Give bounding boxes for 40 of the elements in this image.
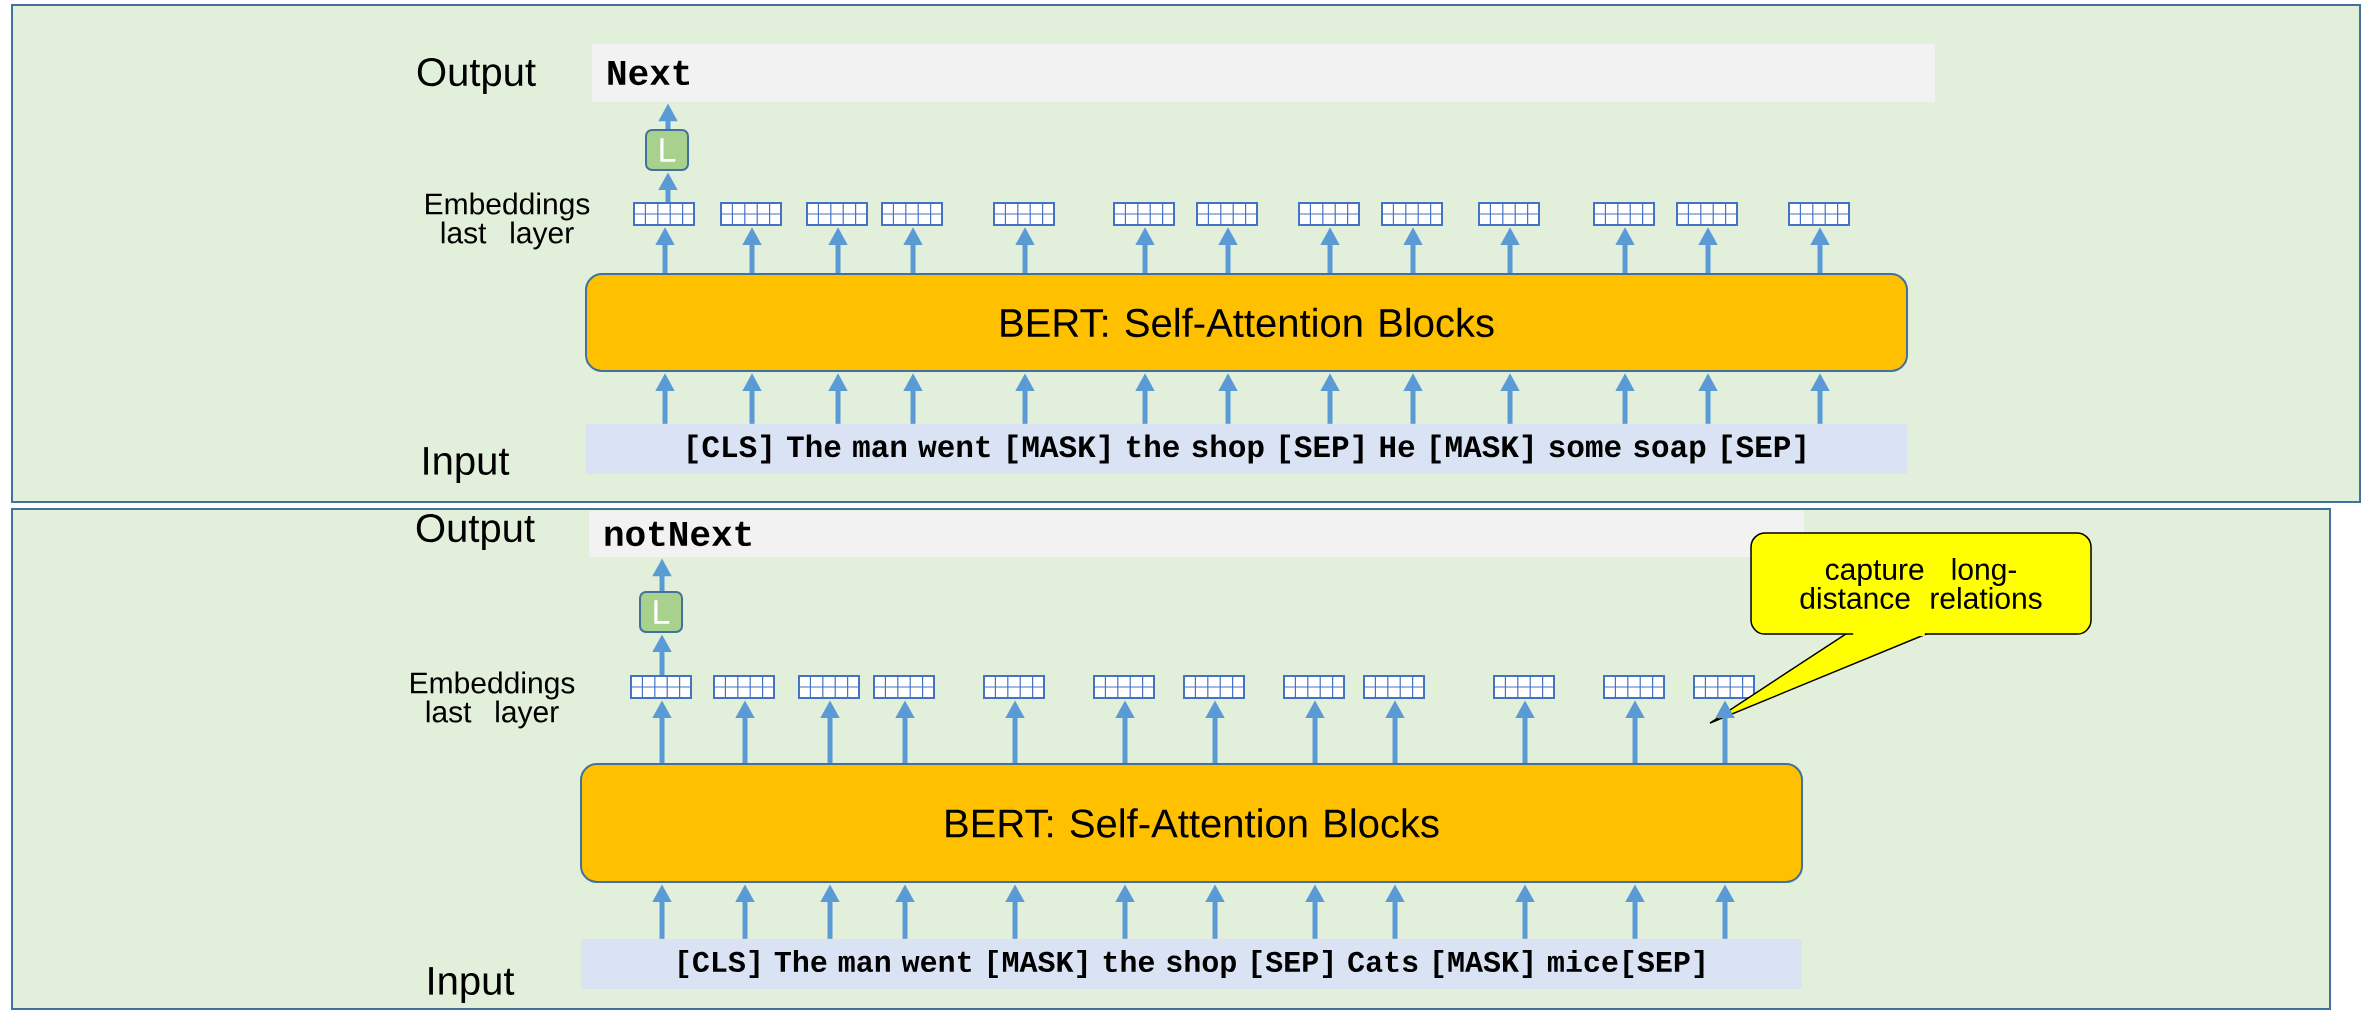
callout: capture long-distance relations <box>1709 532 2092 724</box>
embedding-vector <box>872 674 936 700</box>
embedding-vector <box>1092 674 1156 700</box>
embedding-vector <box>1592 201 1656 227</box>
row-label: Embeddings last layer <box>426 192 590 250</box>
row-label: Output <box>416 513 535 551</box>
embedding-vector <box>1380 201 1444 227</box>
row-label: Output <box>417 57 536 95</box>
embedding-vector <box>712 674 776 700</box>
embedding-vector <box>1182 674 1246 700</box>
embedding-vector <box>1675 201 1739 227</box>
input-sequence-box: [CLS] The man went [MASK] the shop [SEP] Cats [MASK] mice[SEP] <box>581 939 1802 989</box>
embedding-vector <box>629 674 693 700</box>
layer-box: L <box>645 129 689 171</box>
embedding-vector <box>805 201 869 227</box>
embedding-vector <box>1692 674 1756 700</box>
embedding-vector <box>1112 201 1176 227</box>
embedding-vector <box>719 201 783 227</box>
embedding-vector <box>1492 674 1556 700</box>
output-box: notNext <box>589 511 1804 557</box>
embedding-vector <box>1195 201 1259 227</box>
output-box: Next <box>592 44 1935 102</box>
row-label: Input <box>424 447 510 483</box>
row-label: Embeddings last layer <box>411 671 575 729</box>
embedding-vector <box>992 201 1056 227</box>
layer-box: L <box>639 591 683 633</box>
model-block: BERT: Self-Attention Blocks <box>580 763 1803 883</box>
embedding-vector <box>1282 674 1346 700</box>
input-sequence-box: [CLS] The man went [MASK] the shop [SEP] He [MASK] some soap [SEP] <box>586 424 1907 474</box>
embedding-vector <box>1477 201 1541 227</box>
embedding-vector <box>632 201 696 227</box>
row-label: Input <box>429 967 515 1003</box>
embedding-vector <box>1602 674 1666 700</box>
embedding-vector <box>1362 674 1426 700</box>
embedding-vector <box>1787 201 1851 227</box>
embedding-vector <box>880 201 944 227</box>
model-block: BERT: Self-Attention Blocks <box>585 273 1908 372</box>
embedding-vector <box>1297 201 1361 227</box>
embedding-vector <box>797 674 861 700</box>
embedding-vector <box>982 674 1046 700</box>
